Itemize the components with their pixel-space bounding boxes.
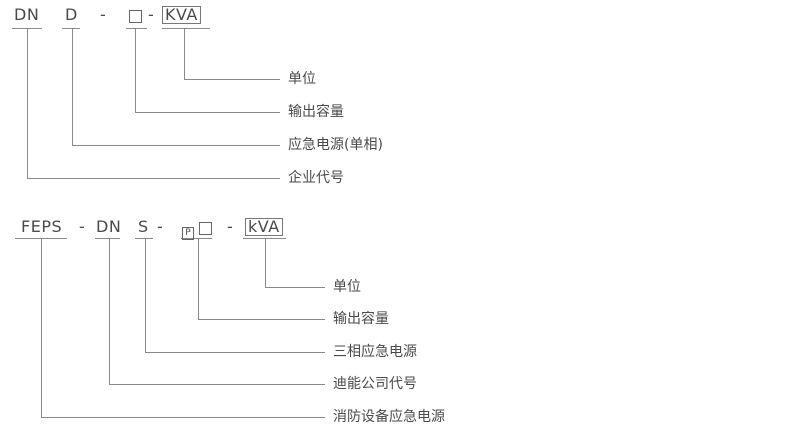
capacity-placeholder-box (199, 221, 212, 239)
label-output-capacity: 输出容量 (288, 104, 344, 120)
label-unit: 单位 (333, 279, 361, 295)
code-dash: - (100, 5, 107, 24)
code-prefix: FEPS (21, 217, 63, 236)
label-three-phase-emergency-power: 三相应急电源 (333, 344, 417, 360)
code-type: D (65, 5, 78, 24)
code-unit-box: kVA (245, 218, 283, 236)
code-company: DN (96, 217, 122, 236)
label-company-code: 企业代号 (288, 170, 344, 186)
p-mark-box: P (182, 221, 194, 240)
code-dash: - (157, 217, 164, 236)
capacity-placeholder-box (129, 9, 142, 27)
label-unit: 单位 (288, 71, 316, 87)
label-emergency-power-single-phase: 应急电源(单相) (288, 137, 383, 153)
p-mark: P (182, 227, 194, 240)
label-output-capacity: 输出容量 (333, 311, 389, 327)
code-company: DN (14, 5, 40, 24)
label-fire-emergency-power: 消防设备应急电源 (333, 409, 445, 425)
label-company-code: 迪能公司代号 (333, 376, 417, 392)
code-dash: - (148, 5, 155, 24)
code-unit-box: KVA (162, 6, 201, 24)
code-dash: - (227, 217, 234, 236)
code-type: S (138, 217, 149, 236)
code-dash: - (79, 217, 86, 236)
